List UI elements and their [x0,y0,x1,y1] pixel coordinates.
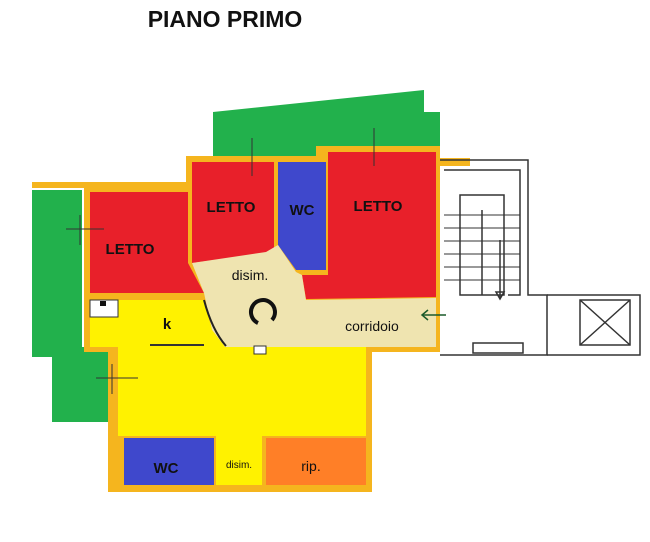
entrance-arrow-icon [420,309,446,321]
room-letto-mid [192,162,274,263]
column [253,345,267,355]
garden-top [213,90,440,156]
garden-left [32,190,114,422]
label-disim-bottom: disim. [226,460,252,471]
label-rip: rip. [301,458,320,474]
kitchen-niche [89,299,119,318]
label-wc-top: WC [290,202,315,219]
stairwell [440,159,641,356]
elevator-icon [579,299,631,346]
label-kitchen: k [163,316,172,333]
room-living-kitchen [90,300,366,485]
label-letto-mid: LETTO [207,199,256,216]
wall-stub [440,158,470,166]
label-corridoio: corridoio [345,318,399,334]
room-wc-bottom [124,438,214,485]
plan-title: PIANO PRIMO [147,6,303,32]
label-wc-bottom: WC [154,460,179,477]
room-rip [266,438,366,485]
room-letto-left [90,192,204,293]
label-letto-left: LETTO [106,241,155,258]
label-letto-right: LETTO [354,198,403,215]
spiral-stair-icon [249,298,277,325]
room-letto-right [302,152,436,299]
label-disim-top: disim. [232,267,269,283]
room-wc-top [278,162,326,270]
